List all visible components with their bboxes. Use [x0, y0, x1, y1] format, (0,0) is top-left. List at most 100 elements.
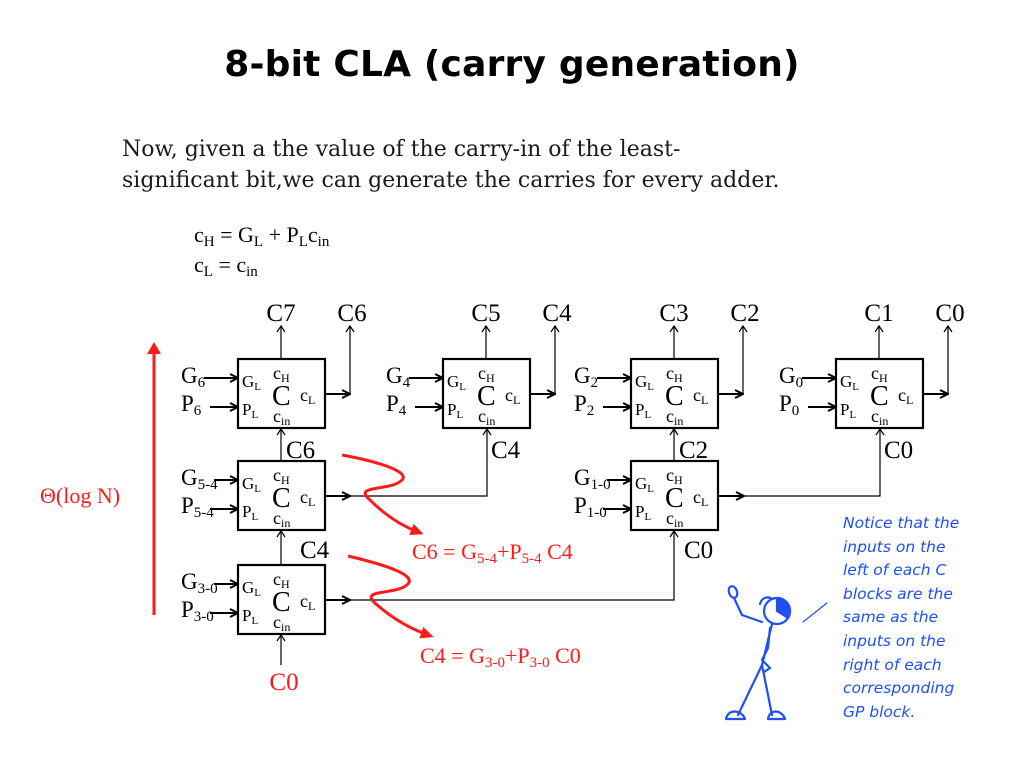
cin-label-c2: C2	[679, 437, 708, 464]
p-input-label: P5-4	[181, 493, 214, 521]
port-cl-label: cL	[300, 487, 315, 509]
block-name-label: C	[272, 587, 291, 618]
output-label-c1: C1	[864, 300, 893, 327]
port-ch-label: cH	[273, 569, 290, 591]
port-ch-label: cH	[478, 363, 495, 385]
port-pl-label: PL	[242, 606, 258, 627]
eq-ch-lhs: c	[194, 222, 204, 247]
g-input-label: G1-0	[574, 465, 611, 493]
eq-ch-plus: + P	[263, 222, 299, 247]
port-cin-label: cin	[273, 508, 290, 530]
eq-ch-c-sub: in	[317, 234, 330, 250]
output-label-c6: C6	[337, 300, 366, 327]
squiggle-arrow-c6	[341, 453, 424, 536]
port-cin-label: cin	[273, 612, 290, 634]
port-cl-label: cL	[300, 385, 315, 407]
output-label-c4: C4	[542, 300, 572, 327]
note-line: inputs on the	[843, 631, 946, 650]
c-block-box	[629, 357, 720, 430]
port-pl-label: PL	[447, 400, 463, 421]
note-line: right of each	[843, 655, 942, 674]
port-pl-label: PL	[635, 502, 651, 523]
p-input-label: P2	[574, 391, 594, 419]
intro-line-2: significant bit,we can generate the carr…	[122, 168, 780, 193]
block-name-label: C	[272, 483, 291, 514]
c0-input-label: C0	[269, 669, 298, 696]
formula-c6: C6 = G5-4+P5-4 C4	[412, 539, 573, 567]
p-input-label: P1-0	[574, 493, 607, 521]
p-input-label: P0	[779, 391, 799, 419]
port-cin-label: cin	[666, 508, 683, 530]
port-pl-label: PL	[242, 400, 258, 421]
c0-top-wire	[735, 427, 885, 497]
port-pl-label: PL	[635, 400, 651, 421]
port-ch-label: cH	[666, 363, 683, 385]
note-line: same as the	[843, 608, 939, 627]
cin-label-c0-right: C0	[684, 537, 713, 564]
port-ch-label: cH	[273, 465, 290, 487]
port-gl-label: GL	[635, 474, 654, 495]
eq-ch-eq: = G	[214, 222, 254, 247]
stick-figure-icon	[724, 585, 828, 721]
note-line: corresponding	[843, 679, 955, 698]
output-label-c3: C3	[659, 300, 688, 327]
port-cl-label: cL	[693, 487, 708, 509]
eq-ch-lhs-sub: H	[203, 234, 215, 250]
note-line: Notice that the	[843, 514, 960, 532]
figure-raised-arm	[732, 596, 764, 624]
p-input-label: P3-0	[181, 597, 214, 625]
cin-label-c0: C0	[884, 437, 913, 464]
figure-cap-brim	[758, 596, 774, 606]
block-name-label: C	[272, 381, 291, 412]
port-cin-label: cin	[478, 406, 495, 428]
block-name-label: C	[870, 381, 889, 412]
port-ch-label: cH	[666, 465, 683, 487]
p-input-label: P4	[386, 391, 407, 419]
equation-cl: cL = cin	[194, 252, 258, 281]
note-line: inputs on the	[843, 537, 946, 556]
block-name-label: C	[665, 483, 684, 514]
port-cin-label: cin	[273, 406, 290, 428]
cin-label-c4: C4	[491, 437, 521, 464]
figure-right-leg	[760, 663, 774, 717]
figure-left-foot	[724, 710, 747, 721]
port-gl-label: GL	[840, 372, 859, 393]
figure-left-leg	[736, 663, 764, 717]
complexity-label: Θ(log N)	[40, 483, 120, 508]
cin-label-c6: C6	[286, 437, 315, 464]
speech-pointer	[802, 602, 828, 623]
port-gl-label: GL	[242, 372, 261, 393]
port-cl-label: cL	[300, 591, 315, 613]
output-label-c0: C0	[935, 300, 964, 327]
port-pl-label: PL	[840, 400, 856, 421]
equation-ch: cH = GL + PLcin	[194, 222, 329, 251]
c0-mid-wire	[340, 529, 679, 601]
block-name-label: C	[665, 381, 684, 412]
slide-title: 8-bit CLA (carry generation)	[224, 44, 800, 85]
figure-hand	[727, 585, 739, 599]
output-label-c2: C2	[730, 300, 759, 327]
port-ch-label: cH	[273, 363, 290, 385]
port-cl-label: cL	[898, 385, 913, 407]
c-block-box	[236, 563, 327, 636]
g-input-label: G6	[181, 363, 206, 391]
port-cl-label: cL	[693, 385, 708, 407]
eq-cl-rhs-sub: in	[246, 264, 258, 280]
intro-line-1: Now, given a the value of the carry-in o…	[122, 137, 681, 162]
note-line: blocks are the	[843, 584, 953, 603]
g-input-label: G0	[779, 363, 803, 391]
g-input-label: G3-0	[181, 569, 218, 597]
squiggle-arrow-c4	[347, 554, 434, 639]
intro-text: Now, given a the value of the carry-in o…	[122, 134, 982, 196]
figure-hand-on-hip	[760, 626, 772, 674]
block-name-label: C	[477, 381, 496, 412]
port-gl-label: GL	[242, 578, 261, 599]
